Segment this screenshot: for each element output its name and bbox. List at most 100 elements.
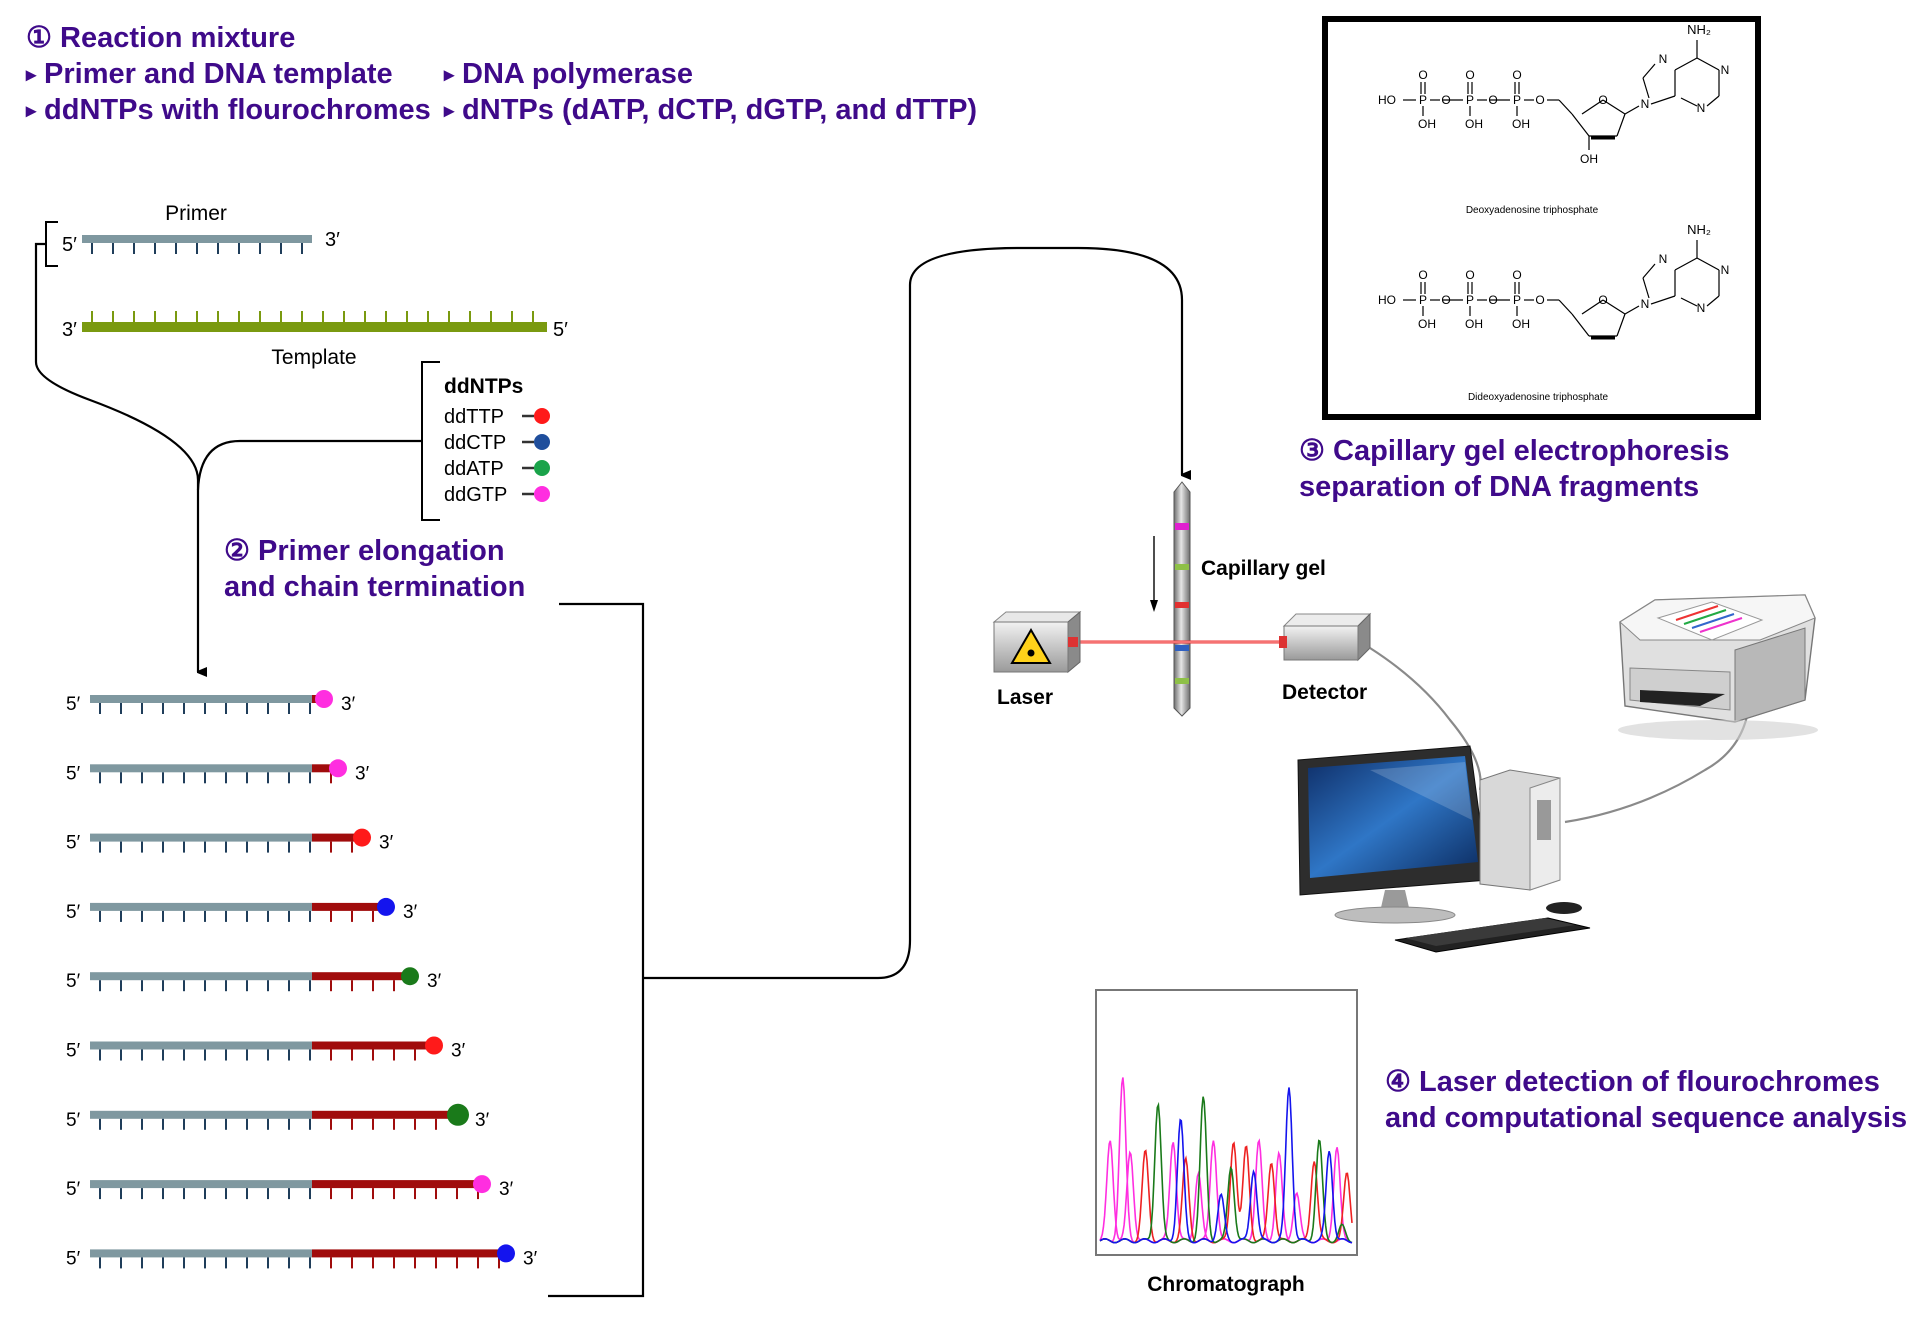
fragment-3prime: 3′ [427,971,442,992]
bond [1602,299,1626,315]
oxygen-label: O [1512,68,1521,82]
oxygen-label: O [1512,268,1521,282]
ddntp-dye-dot [534,460,550,476]
bond [1642,277,1650,299]
fragment-primer [90,1041,312,1050]
oh-label: OH [1465,317,1483,331]
setup-bracket [45,221,58,267]
bond [1571,313,1590,337]
primer-template-setup: Primer 5′ 3′ 3′ 5′ Template [45,202,568,369]
item-primer-template: Primer and DNA template [26,56,393,95]
laser-device: Laser [992,610,1082,709]
primer-3prime: 3′ [325,229,340,251]
bond [1581,299,1604,315]
bond [1674,257,1698,271]
band-green-2 [1175,678,1189,684]
ddntp-bracket [421,361,440,521]
bond [1680,297,1698,307]
primer-elongation-heading: ② Primer elongation and chain terminatio… [224,533,525,605]
fragment-primer [90,764,312,773]
fragment-dye-terminator [353,828,371,847]
fragment-extension [312,1249,504,1258]
fragment-row: 5′3′ [66,1244,538,1269]
step4-line1: ④ Laser detection of flourochromes [1385,1066,1880,1098]
oh-label: OH [1418,317,1436,331]
step2-line2: and chain termination [224,571,526,603]
laser-detection-heading: ④ Laser detection of flourochromes and c… [1385,1064,1907,1136]
oxygen-label: O [1465,268,1474,282]
bond [1696,257,1720,271]
chromatogram-traces [1099,1077,1353,1244]
step4-line2: and computational sequence analysis [1385,1102,1908,1134]
chromatograph: Chromatograph [1095,989,1358,1296]
ring-oxygen-label: O [1598,293,1607,307]
laser-warning-icon [1010,627,1052,664]
fragments-bracket [548,602,645,1298]
detector-device: Detector [1279,612,1372,704]
oh-label: OH [1465,117,1483,131]
printer [1618,594,1818,740]
fragment-primer [90,695,312,703]
band-magenta [1175,523,1189,530]
fragment-row: 5′ 3′ [66,759,370,784]
laser-label: Laser [997,686,1053,709]
computer [1297,745,1591,953]
primer-label: Primer [165,202,227,225]
primer-5prime: 5′ [62,234,77,256]
oxygen-label: O [1535,293,1544,307]
capillary-label: Capillary gel [1201,557,1326,580]
bond [1616,313,1626,337]
ddntp-title: ddNTPs [444,375,523,398]
nitrogen-label: N [1697,101,1706,115]
fragment-5prime: 5′ [66,1179,81,1200]
fragment-primer [90,902,312,911]
nitrogen-label: N [1641,97,1650,111]
bond [1696,57,1720,71]
bond [1624,305,1640,315]
oh-label: OH [1418,117,1436,131]
fragment-3prime: 3′ [379,833,394,854]
nitrogen-label: N [1697,301,1706,315]
fragment-3prime: 3′ [355,763,370,784]
phosphorus-label: P [1513,93,1521,107]
item-dntps: dNTPs (dATP, dCTP, dGTP, and dTTP) [444,92,977,131]
ddntp-dye-dot [534,434,550,450]
item-ddntps: ddNTPs with flourochromes [26,92,431,131]
detector-cable [1369,647,1482,791]
trace-line [1099,1087,1353,1244]
bond [1602,99,1626,115]
step3-line2: separation of DNA fragments [1299,471,1700,503]
ho-label: HO [1378,93,1396,107]
template-3prime: 3′ [62,319,77,341]
fragment-extension [312,902,384,911]
nitrogen-label: N [1721,263,1730,277]
terminated-fragments: 5′3′5′3′5′3′5′3′5′3′5′3′5′3′5′3′5′3′ [66,690,538,1269]
fragment-dye-terminator [329,759,347,778]
fragment-primer [90,972,312,981]
bond [1680,97,1698,107]
fragment-dye-terminator [401,967,419,986]
reaction-mixture-title: ① Reaction mixture [26,22,296,54]
phosphorus-label: P [1466,293,1474,307]
oxygen-label: O [1465,68,1474,82]
fragment-5prime: 5′ [66,971,81,992]
bond [1581,99,1604,115]
fragment-5prime: 5′ [66,763,81,784]
ddntp-item-label: ddGTP [444,484,507,506]
fragment-dye-terminator [377,897,395,916]
fragment-row: 5′3′ [66,1175,514,1200]
fragment-extension [312,972,408,981]
bond [1706,95,1720,107]
ring-oxygen-label: O [1598,93,1607,107]
fragment-dye-terminator [425,1036,443,1055]
bond [1642,77,1650,99]
phosphorus-label: P [1513,293,1521,307]
fragments-to-capillary-arrow [643,246,1182,980]
fragment-row: 5′3′ [66,690,356,715]
fragment-extension [312,764,336,773]
reaction-mixture-block: ① Reaction mixture Primer and DNA templa… [26,20,977,128]
